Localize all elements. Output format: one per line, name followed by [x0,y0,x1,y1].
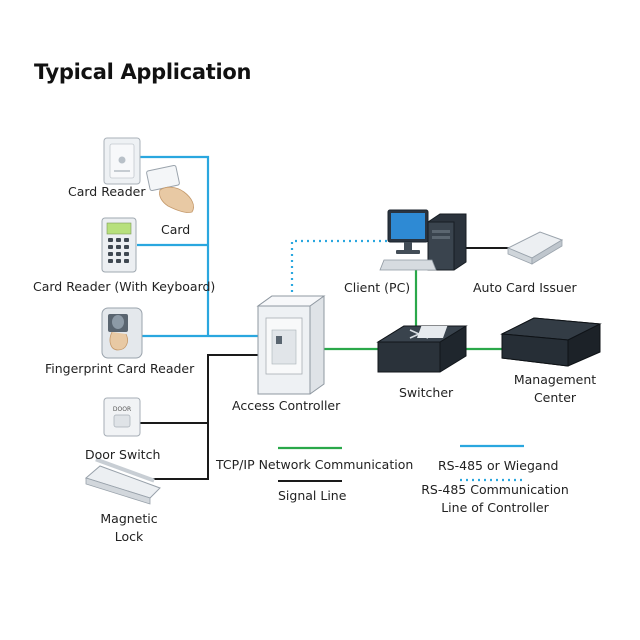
rs485-dotted-line-controller-pc [290,239,388,298]
page-title: Typical Application [34,60,252,84]
card-with-hand-icon [146,164,194,213]
door-switch-device: DOOR [103,397,141,437]
label-auto-card-issuer: Auto Card Issuer [473,280,578,295]
switcher-device [376,325,468,373]
label-client-pc: Client (PC) [344,280,410,295]
client-pc-device [379,209,467,271]
management-center-device [416,317,602,367]
auto-card-issuer-device [506,231,564,265]
label-access-controller: Access Controller [232,398,341,413]
legend-label-rs485-comm-1: RS-485 Communication [421,482,569,497]
card-reader-device [103,137,141,185]
legend-label-rs485: RS-485 or Wiegand [438,458,558,473]
access-controller-device [256,295,326,395]
signal-line-controller [150,354,258,480]
label-management-center-1: Management [514,372,596,387]
label-magnetic-lock-2: Lock [115,529,144,544]
label-magnetic-lock-1: Magnetic [100,511,157,526]
legend-label-tcpip: TCP/IP Network Communication [215,457,413,472]
legend: TCP/IP Network Communication Signal Line… [215,444,569,515]
fingerprint-reader-device [101,307,143,359]
label-card-reader: Card Reader [68,184,146,199]
label-card-reader-keyboard: Card Reader (With Keyboard) [33,279,215,294]
magnetic-lock-device [84,457,161,505]
legend-label-signal: Signal Line [278,488,347,503]
device-labels: Card Reader Card Card Reader (With Keybo… [33,184,596,544]
label-card: Card [161,222,190,237]
label-door-switch: Door Switch [85,447,160,462]
label-switcher: Switcher [399,385,454,400]
door-switch-marking: DOOR [113,406,131,413]
keyboard-card-reader-device [101,217,137,273]
label-management-center-2: Center [534,390,577,405]
rs485-line-card-reader [140,155,210,336]
legend-label-rs485-comm-2: Line of Controller [441,500,549,515]
label-fingerprint-reader: Fingerprint Card Reader [45,361,195,376]
